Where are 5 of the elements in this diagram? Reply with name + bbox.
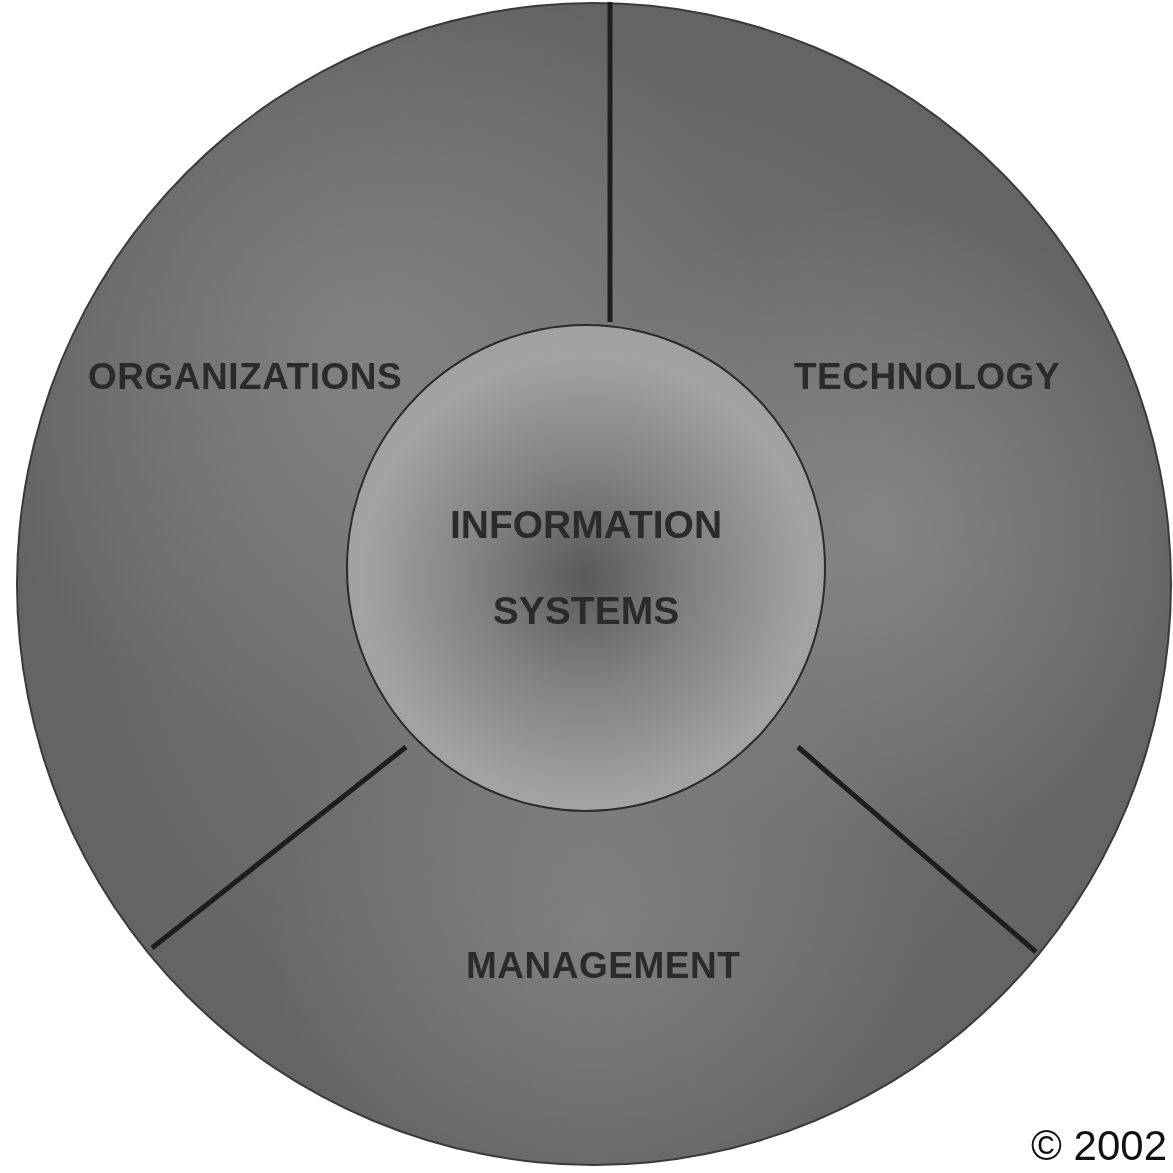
sector-label: TECHNOLOGY [794,356,1061,398]
sector-label: MANAGEMENT [466,945,741,987]
copyright-note: © 2002 [1030,1122,1167,1170]
sector-label: ORGANIZATIONS [88,356,403,398]
circle-label: INFORMATION SYSTEMS [448,502,724,634]
